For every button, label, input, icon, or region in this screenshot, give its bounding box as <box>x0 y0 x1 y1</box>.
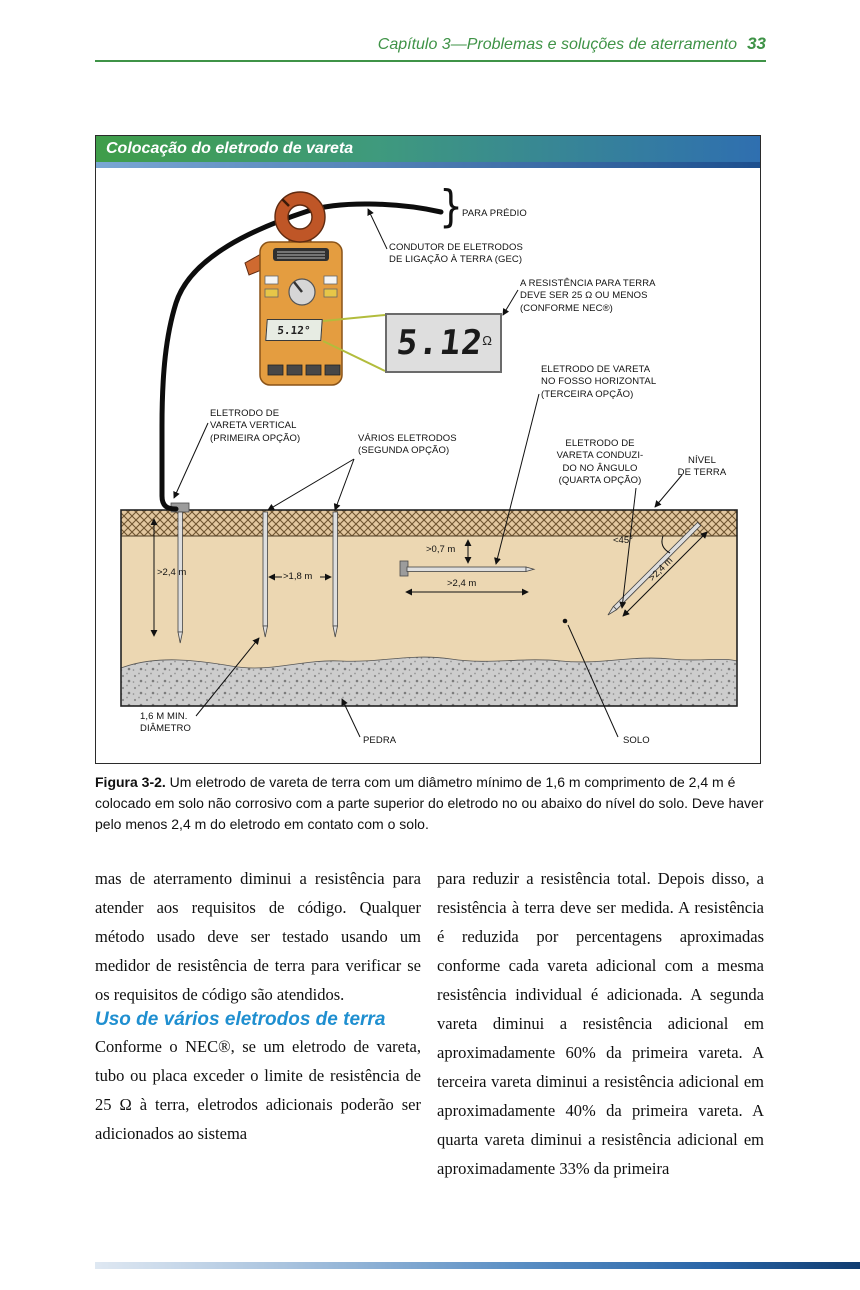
label-terceira-opcao: ELETRODO DE VARETA NO FOSSO HORIZONTAL (… <box>541 364 657 400</box>
meter-button <box>264 288 279 298</box>
label-diametro-minimo: 1,6 M MIN. DIÂMETRO <box>140 711 191 735</box>
dim-horizontal-length: >2,4 m <box>447 578 477 589</box>
rock-layer <box>120 656 738 707</box>
clamp-meter <box>244 191 343 386</box>
label-resistencia: A RESISTÊNCIA PARA TERRA DEVE SER 25 Ω O… <box>520 278 656 314</box>
paragraph: mas de aterramento diminui a resistência… <box>95 869 421 1004</box>
meter-key <box>305 364 322 376</box>
label-segunda-opcao: VÁRIOS ELETRODOS (SEGUNDA OPÇÃO) <box>358 433 457 457</box>
brace-glyph: } <box>439 181 463 232</box>
page-number: 33 <box>747 34 766 53</box>
ohm-symbol: Ω <box>482 333 492 348</box>
dim-rod-spacing: >1,8 m <box>283 571 313 582</box>
rod-1-tip <box>177 631 183 644</box>
label-para-predio: PARA PRÉDIO <box>462 208 527 219</box>
dim-angle: <45° <box>613 535 633 546</box>
clamp-ring <box>275 192 325 242</box>
footer-gradient-bar <box>95 1262 860 1269</box>
label-nivel-de-terra: NÍVEL DE TERRA <box>677 455 727 479</box>
ground-border <box>120 509 738 707</box>
clamp-split <box>281 198 290 207</box>
label-solo: SOLO <box>623 735 650 746</box>
figure-caption-text: Um eletrodo de vareta de terra com um di… <box>95 774 764 832</box>
meter-key <box>267 364 284 376</box>
dimension-lines <box>150 518 708 637</box>
label-primeira-opcao: ELETRODO DE VARETA VERTICAL (PRIMEIRA OP… <box>210 408 301 444</box>
meter-key <box>324 364 341 376</box>
horizontal-rod-tip <box>525 566 536 573</box>
dim-trench-depth: >0,7 m <box>426 544 456 555</box>
angle-arc <box>661 535 671 554</box>
vertical-rod-2 <box>262 511 268 627</box>
paragraph: Conforme o NEC®, se um eletrodo de varet… <box>95 1036 421 1143</box>
meter-reading-value: 5.12 <box>394 323 486 363</box>
meter-key <box>286 364 303 376</box>
page-header: Capítulo 3—Problemas e soluções de aterr… <box>95 34 766 62</box>
label-pedra: PEDRA <box>363 735 397 746</box>
dim-rod1-depth: >2,4 m <box>157 567 187 578</box>
label-gec: CONDUTOR DE ELETRODOS DE LIGAÇÃO À TERRA… <box>389 242 523 266</box>
meter-body <box>259 241 343 386</box>
display-callout-lines <box>322 314 386 372</box>
angled-rod-tip <box>607 605 618 616</box>
horizontal-rod <box>406 566 527 572</box>
body-right-column: para reduzir a resistência total. Depois… <box>437 864 764 1183</box>
meter-button <box>264 275 279 285</box>
meter-small-display: 5.12° <box>265 319 323 341</box>
grounding-conductor-wire <box>159 201 444 512</box>
section-heading: Uso de vários eletrodos de terra <box>95 1009 386 1030</box>
rod-3-tip <box>332 625 338 638</box>
vertical-rod-3 <box>332 511 338 627</box>
chapter-title: Capítulo 3—Problemas e soluções de aterr… <box>377 36 738 53</box>
figure-caption-label: Figura 3-2. <box>95 774 166 790</box>
figure-caption: Figura 3-2. Um eletrodo de vareta de ter… <box>95 772 767 835</box>
rod-2-tip <box>262 625 268 638</box>
figure-title-strip <box>96 162 760 168</box>
meter-button <box>323 275 338 285</box>
meter-button <box>323 288 338 298</box>
figure-title: Colocação do eletrodo de vareta <box>106 140 354 157</box>
soil-point <box>562 618 568 624</box>
figure-title-bar: Colocação do eletrodo de vareta <box>96 136 760 162</box>
surface-hatch-band <box>121 510 737 536</box>
figure-box: Colocação do eletrodo de vareta <box>95 135 761 764</box>
diagram-svg <box>120 191 738 738</box>
label-quarta-opcao: ELETRODO DE VARETA CONDUZI- DO NO ÂNGULO… <box>556 438 644 487</box>
ground-cross-section <box>120 509 738 707</box>
paragraph: para reduzir a resistência total. Depois… <box>437 869 764 1178</box>
meter-reading-display: 5.12 Ω <box>385 313 502 373</box>
leader-lines <box>173 208 683 738</box>
body-left-column: mas de aterramento diminui a resistência… <box>95 864 421 1148</box>
figure-diagram: 5.12° 5.12 Ω } PARA PRÉDIO CONDUTOR DE E… <box>96 168 760 763</box>
